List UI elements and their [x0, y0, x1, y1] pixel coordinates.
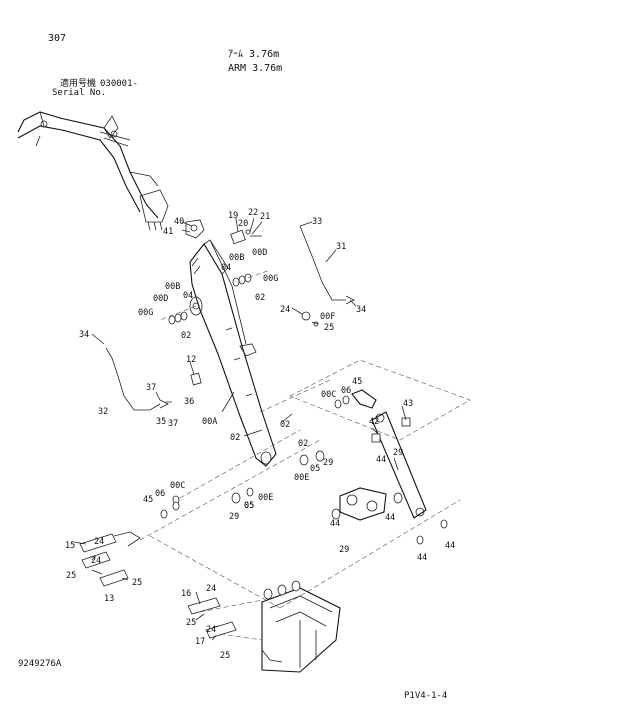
part-callout-number: 37	[146, 383, 156, 393]
center-washers	[172, 450, 325, 511]
part-callout-number: 02	[298, 439, 308, 449]
part-callout-number: 02	[181, 331, 191, 341]
part-callout-number: 24	[280, 305, 290, 315]
part-callout-number: 19	[228, 211, 238, 221]
part-callout-number: 45	[143, 495, 153, 505]
part-callout-number: 25	[66, 571, 76, 581]
part-callout-number: 21	[260, 212, 270, 222]
part-callout-number: 34	[356, 305, 366, 315]
part-callout-number: 22	[248, 208, 258, 218]
part-callout-number: 13	[104, 594, 114, 604]
part-callout-number: 29	[339, 545, 349, 555]
part-callout-number: 33	[312, 217, 322, 227]
bucket-link-assembly	[331, 389, 448, 545]
part-callout-number: 00F	[320, 312, 335, 322]
part-callout-number: 06	[341, 386, 351, 396]
bucket-illustration	[187, 580, 341, 673]
part-callout-number: 44	[330, 519, 340, 529]
part-callout-number: 24	[94, 537, 104, 547]
part-callout-number: 00E	[258, 493, 273, 503]
callout-leaders	[73, 217, 407, 641]
arm-assembly	[189, 239, 277, 467]
part-callout-number: 44	[376, 455, 386, 465]
part-callout-number: 06	[155, 489, 165, 499]
machine-overview-illustration	[17, 111, 169, 231]
part-callout-number: 00D	[252, 248, 267, 258]
part-callout-number: 04	[221, 263, 231, 273]
page-number: 307	[48, 33, 67, 44]
part-callout-number: 02	[255, 293, 265, 303]
part-callout-number: 00E	[294, 473, 309, 483]
part-callout-number: 00B	[165, 282, 180, 292]
part-callout-number: 00D	[153, 294, 168, 304]
part-callout-number: 05	[244, 501, 254, 511]
part-callout-number: 05	[310, 464, 320, 474]
part-callout-number: 41	[163, 227, 173, 237]
part-callout-number: 02	[280, 420, 290, 430]
serial-label-japanese: 適用号機	[60, 79, 97, 89]
left-side-hardware	[168, 273, 319, 386]
part-callout-number: 20	[238, 219, 248, 229]
part-callout-number: 00B	[229, 253, 244, 263]
part-callout-number: 02	[230, 433, 240, 443]
part-callout-number: 12	[186, 355, 196, 365]
part-callout-number: 04	[183, 291, 193, 301]
part-callout-number: 00C	[170, 481, 185, 491]
part-callout-number: 05	[244, 501, 254, 511]
part-callout-number: 00C	[321, 390, 336, 400]
part-callout-number: 16	[181, 589, 191, 599]
part-callout-number: 44	[445, 541, 455, 551]
serial-value: 030001-	[100, 79, 138, 89]
part-callout-number: 31	[336, 242, 346, 252]
part-callout-number: 29	[393, 448, 403, 458]
lower-left-pins	[79, 495, 180, 587]
drawing-number: 9249276A	[18, 659, 62, 669]
part-callout-number: 43	[403, 399, 413, 409]
part-callout-number: 40	[174, 217, 184, 227]
part-callout-number: 44	[417, 553, 427, 563]
part-callout-number: 24	[206, 584, 216, 594]
part-callout-number: 00G	[263, 274, 278, 284]
top-bracket-part	[185, 219, 205, 239]
title-japanese: ｱｰﾑ 3.76m	[228, 49, 280, 60]
part-callout-number: 24	[206, 625, 216, 635]
title-english: ARM 3.76m	[228, 63, 283, 74]
part-callout-number: 24	[91, 556, 101, 566]
part-callout-number: 32	[98, 407, 108, 417]
part-callout-number: 00A	[202, 417, 217, 427]
part-callout-number: 42	[369, 417, 379, 427]
part-callout-number: 00G	[138, 308, 153, 318]
sheet-reference: P1V4-1-4	[404, 691, 448, 701]
pin-group-top	[230, 229, 262, 245]
part-callout-number: 29	[323, 458, 333, 468]
part-callout-number: 34	[79, 330, 89, 340]
part-callout-number: 29	[229, 512, 239, 522]
part-callout-number: 15	[65, 541, 75, 551]
serial-label-english: Serial No.	[52, 88, 107, 98]
part-callout-number: 25	[132, 578, 142, 588]
part-callout-number: 35	[156, 417, 166, 427]
part-callout-number: 25	[220, 651, 230, 661]
grease-hoses	[105, 225, 355, 411]
part-callout-number: 37	[168, 419, 178, 429]
part-callout-number: 17	[195, 637, 205, 647]
assembly-leader-lines	[139, 269, 471, 641]
part-callout-number: 25	[186, 618, 196, 628]
part-callout-number: 44	[385, 513, 395, 523]
part-callout-number: 45	[352, 377, 362, 387]
part-callout-number: 36	[184, 397, 194, 407]
part-callout-number: 25	[324, 323, 334, 333]
